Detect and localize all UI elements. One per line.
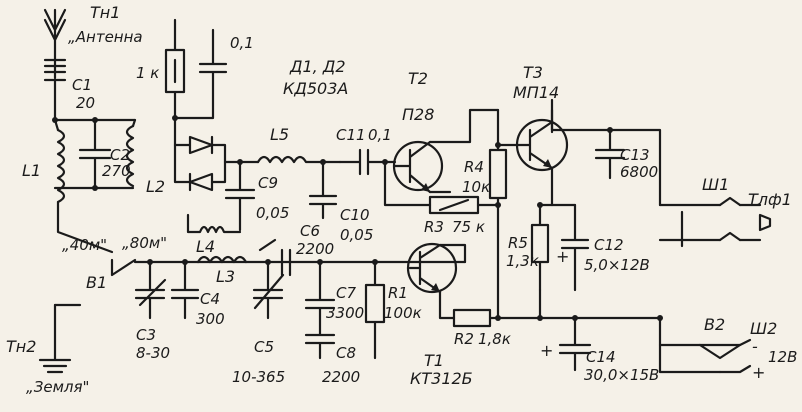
label-c10-value: 0,05 <box>340 226 373 244</box>
label-l2: L2 <box>146 177 165 196</box>
label-c2-value: 270 <box>102 162 131 180</box>
label-sh2: Ш2 <box>750 319 777 338</box>
label-r3: R3 <box>424 218 444 236</box>
label-r1-value: 100к <box>384 304 422 322</box>
label-c1: C1 <box>72 76 92 94</box>
label-c13: C13 <box>620 146 650 164</box>
label-sh1: Ш1 <box>702 175 729 194</box>
label-t1: Т1 <box>424 351 444 370</box>
label-r3-value: 75 к <box>452 218 485 236</box>
label-c12: C12 <box>594 236 624 254</box>
wiring <box>38 8 772 374</box>
label-r5: R5 <box>508 234 528 252</box>
label-r2: R2 <box>454 330 474 348</box>
label-b2: В2 <box>704 315 725 334</box>
label-l5: L5 <box>270 125 289 144</box>
label-r2-value: 1,8к <box>478 330 511 348</box>
label-c14-value: 30,0×15В <box>584 366 659 384</box>
label-t2: Т2 <box>408 69 428 88</box>
label-d12-value: КД503А <box>283 79 348 98</box>
label-c12-plus: + <box>556 247 569 266</box>
label-r5-value: 1,3к <box>506 252 539 270</box>
label-c5-value: 10-365 <box>232 368 285 386</box>
label-l1: L1 <box>22 161 41 180</box>
label-b1: В1 <box>86 273 107 292</box>
label-l3: L3 <box>216 267 235 286</box>
label-tn2: Тн2 <box>6 337 36 356</box>
label-t3-value: МП14 <box>513 83 559 102</box>
label-c3-value: 8-30 <box>136 344 170 362</box>
label-c6: C6 <box>300 222 320 240</box>
label-c6-value: 2200 <box>296 240 334 258</box>
label-t3: Т3 <box>523 63 543 82</box>
label-1k: 1 к <box>136 64 159 82</box>
label-c7-value: 3300 <box>326 304 364 322</box>
label-t2-value: П28 <box>402 105 434 124</box>
label-c8: C8 <box>336 344 356 362</box>
label-c2: C2 <box>110 146 130 164</box>
label-80m: „80м" <box>122 234 167 252</box>
label-c3: C3 <box>136 326 156 344</box>
label-c11: C11 <box>336 126 366 144</box>
label-c10: C10 <box>340 206 370 224</box>
label-c11-value: 0,1 <box>368 126 392 144</box>
label-c13-value: 6800 <box>620 163 658 181</box>
label-c12-value: 5,0×12В <box>584 256 650 274</box>
label-minus: - <box>752 337 758 356</box>
labels: Тн1 „Антенна C1 20 1 к 0,1 Д1, Д2 КД503А… <box>6 3 797 396</box>
label-c1-value: 20 <box>76 94 95 112</box>
label-t1-value: КТ312Б <box>410 369 473 388</box>
label-plus: + <box>752 363 765 382</box>
label-tn1: Тн1 <box>90 3 120 22</box>
label-c5: C5 <box>254 338 274 356</box>
label-40m: „40м" <box>62 236 107 254</box>
label-c4: C4 <box>200 290 220 308</box>
label-c14: C14 <box>586 348 616 366</box>
label-r1: R1 <box>388 284 408 302</box>
label-antenna: „Антенна <box>68 28 143 46</box>
label-c8-value: 2200 <box>322 368 360 386</box>
label-d12: Д1, Д2 <box>289 57 346 76</box>
label-zemlya: „Земля" <box>26 378 89 396</box>
label-c7: C7 <box>336 284 356 302</box>
label-c14-plus: + <box>540 341 553 360</box>
label-c9: C9 <box>258 174 278 192</box>
label-tlf1: Тлф1 <box>748 190 792 209</box>
label-r4: R4 <box>464 158 484 176</box>
label-r4-value: 10к <box>462 178 490 196</box>
label-12v: 12В <box>768 348 797 366</box>
label-c9-value: 0,05 <box>256 204 289 222</box>
label-l4: L4 <box>196 237 215 256</box>
junction-dots <box>52 115 663 321</box>
label-c01: 0,1 <box>230 34 254 52</box>
label-c4-value: 300 <box>196 310 225 328</box>
